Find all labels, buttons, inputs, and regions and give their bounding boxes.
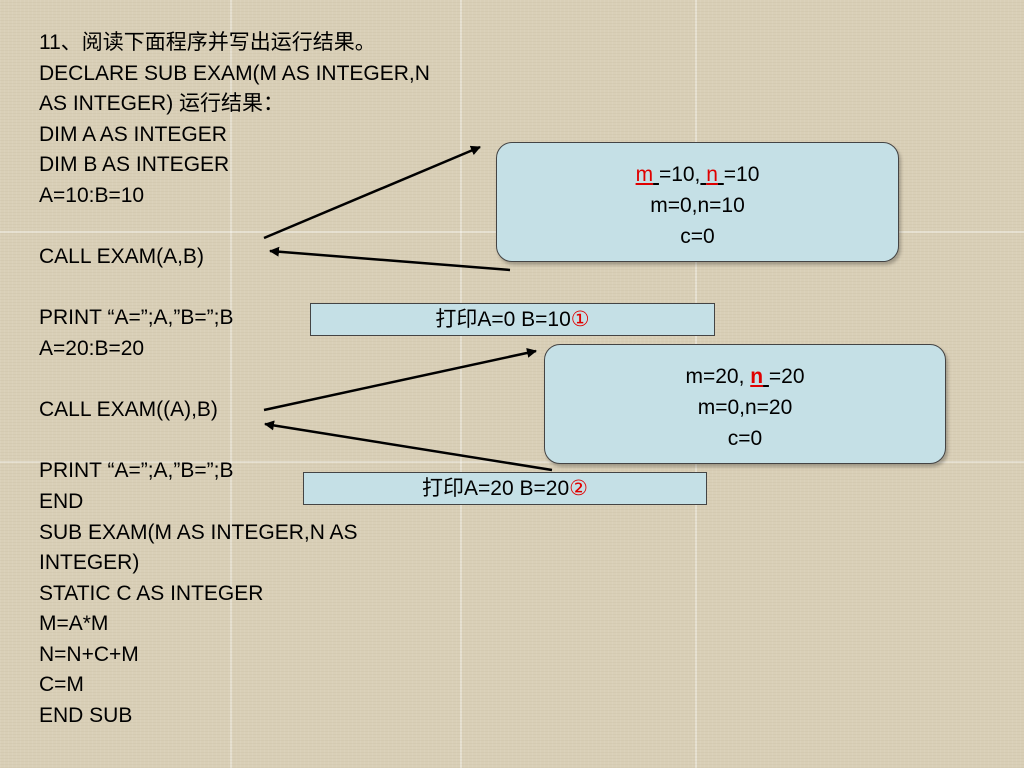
value-text: m=20, — [685, 365, 751, 388]
code-line: C=M — [39, 673, 84, 697]
code-line: AS INTEGER) 运行结果： — [39, 92, 285, 116]
value-text: =10, — [658, 163, 701, 186]
arrow-to-box1 — [263, 145, 481, 240]
code-line: A=10:B=10 — [39, 183, 145, 207]
code-line: PRINT “A=”;A,”B=”;B — [39, 459, 234, 483]
circled-number-mark: ① — [570, 308, 590, 331]
code-line: END SUB — [39, 704, 133, 728]
param-n-label: n — [706, 163, 718, 186]
box2-line-1: m=20, n =20 — [545, 361, 945, 392]
value-text: =10 — [723, 163, 760, 186]
box2-line-3: c=0 — [727, 427, 763, 450]
print-result-second: 打印A=20 B=20② — [303, 472, 707, 505]
code-line: DIM B AS INTEGER — [39, 153, 230, 177]
code-line: CALL EXAM((A),B) — [39, 398, 218, 422]
print-result-first: 打印A=0 B=10① — [310, 303, 715, 336]
param-m-label: m — [635, 163, 654, 186]
code-line: PRINT “A=”;A,”B=”;B — [39, 306, 234, 330]
code-line: INTEGER) — [39, 551, 140, 575]
code-line: STATIC C AS INTEGER — [39, 581, 264, 605]
box1-line-3: c=0 — [680, 225, 715, 248]
code-line: M=A*M — [39, 612, 109, 636]
code-line: DIM A AS INTEGER — [39, 122, 227, 146]
param-n-label: n — [750, 365, 764, 388]
code-line: CALL EXAM(A,B) — [39, 245, 204, 269]
arrow-back-from-box1 — [269, 246, 511, 272]
box1-line-1: m =10, n =10 — [497, 159, 898, 190]
box2-line-2: m=0,n=20 — [697, 396, 793, 419]
circled-number-mark: ② — [569, 477, 588, 500]
arrow-back-from-box2 — [264, 420, 553, 472]
code-line: N=N+C+M — [39, 642, 139, 666]
code-line: DECLARE SUB EXAM(M AS INTEGER,N — [39, 61, 430, 85]
box1-line-2: m=0,n=10 — [650, 194, 745, 217]
print-text: 打印A=0 B=10 — [435, 308, 571, 331]
program-code: 11、阅读下面程序并写出运行结果。 DECLARE SUB EXAM(M AS I… — [39, 28, 539, 732]
result-box-second-call: m=20, n =20 m=0,n=20 c=0 — [544, 344, 946, 464]
arrow-to-box2 — [263, 348, 537, 412]
value-text: =20 — [768, 365, 805, 388]
code-line: SUB EXAM(M AS INTEGER,N AS — [39, 520, 358, 544]
code-line: A=20:B=20 — [39, 336, 145, 360]
code-line: 11、阅读下面程序并写出运行结果。 — [39, 31, 376, 54]
result-box-first-call: m =10, n =10 m=0,n=10 c=0 — [496, 142, 899, 262]
code-line: END — [39, 489, 84, 513]
print-text: 打印A=20 B=20 — [422, 477, 570, 500]
